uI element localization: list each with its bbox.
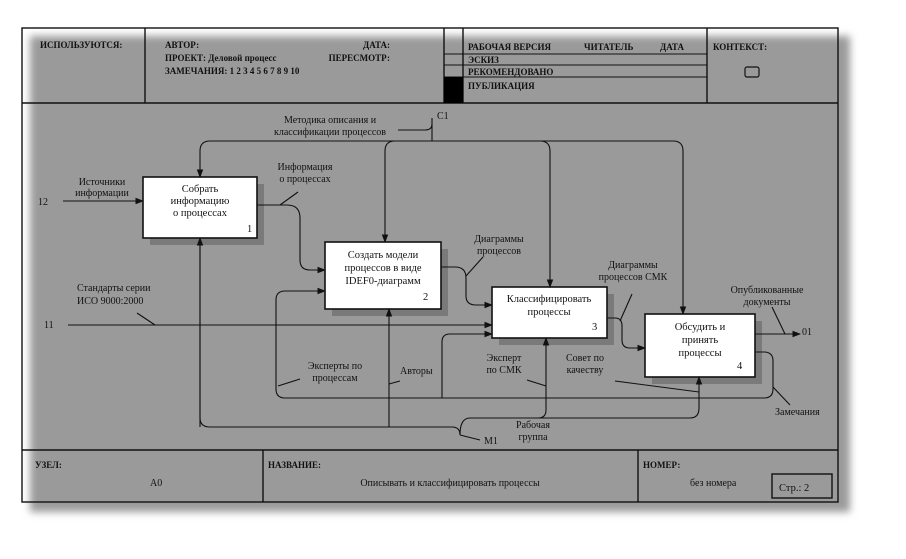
title-label: НАЗВАНИЕ: [268, 460, 321, 470]
box-number: 2 [423, 292, 428, 303]
box-number: 1 [247, 224, 252, 235]
box-number: 3 [592, 322, 597, 333]
feedback-arrow-remarks[interactable]: Замечания [275, 287, 820, 418]
context-icon [744, 66, 760, 78]
number-value: без номера [690, 478, 737, 489]
context-label: КОНТЕКСТ: [713, 42, 767, 52]
svg-text:01: 01 [802, 327, 812, 338]
footer: УЗЕЛ: A0 НАЗВАНИЕ: Описывать и классифиц… [22, 449, 838, 502]
svg-text:12: 12 [38, 197, 48, 208]
box-number: 4 [737, 361, 743, 372]
page-frame [21, 27, 839, 503]
svg-text:Замечания: Замечания [775, 407, 820, 418]
working-version-label: РАБОЧАЯ ВЕРСИЯ [468, 42, 551, 52]
number-label: НОМЕР: [643, 460, 680, 470]
svg-text:Авторы: Авторы [400, 366, 433, 377]
revision-label: ПЕРЕСМОТР: [329, 53, 390, 63]
node-value: A0 [150, 478, 162, 489]
c1-code: C1 [437, 111, 449, 122]
project-label: ПРОЕКТ: Деловой процесс [165, 53, 277, 63]
draft-label: ЭСКИЗ [468, 55, 499, 65]
publication-label: ПУБЛИКАЦИЯ [468, 81, 535, 91]
svg-text:M1: M1 [484, 436, 498, 447]
reader-label: ЧИТАТЕЛЬ [584, 42, 633, 52]
svg-text:11: 11 [44, 320, 54, 331]
title-value: Описывать и классифицировать процессы [360, 478, 540, 489]
publication-marker [444, 77, 463, 103]
notes-label: ЗАМЕЧАНИЯ: 1 2 3 4 5 6 7 8 9 10 [165, 66, 300, 76]
node-label: УЗЕЛ: [35, 460, 62, 470]
recommended-label: РЕКОМЕНДОВАНО [468, 67, 553, 77]
author-label: АВТОР: [165, 40, 199, 50]
date-label: ДАТА: [363, 40, 390, 50]
page-label: Стр.: 2 [779, 483, 809, 494]
page-box [771, 473, 833, 499]
header: ИСПОЛЬЗУЮТСЯ: АВТОР: ДАТА: ПРОЕКТ: Делов… [22, 28, 838, 104]
date2-label: ДАТА [660, 42, 684, 52]
used-in-label: ИСПОЛЬЗУЮТСЯ: [40, 40, 122, 50]
